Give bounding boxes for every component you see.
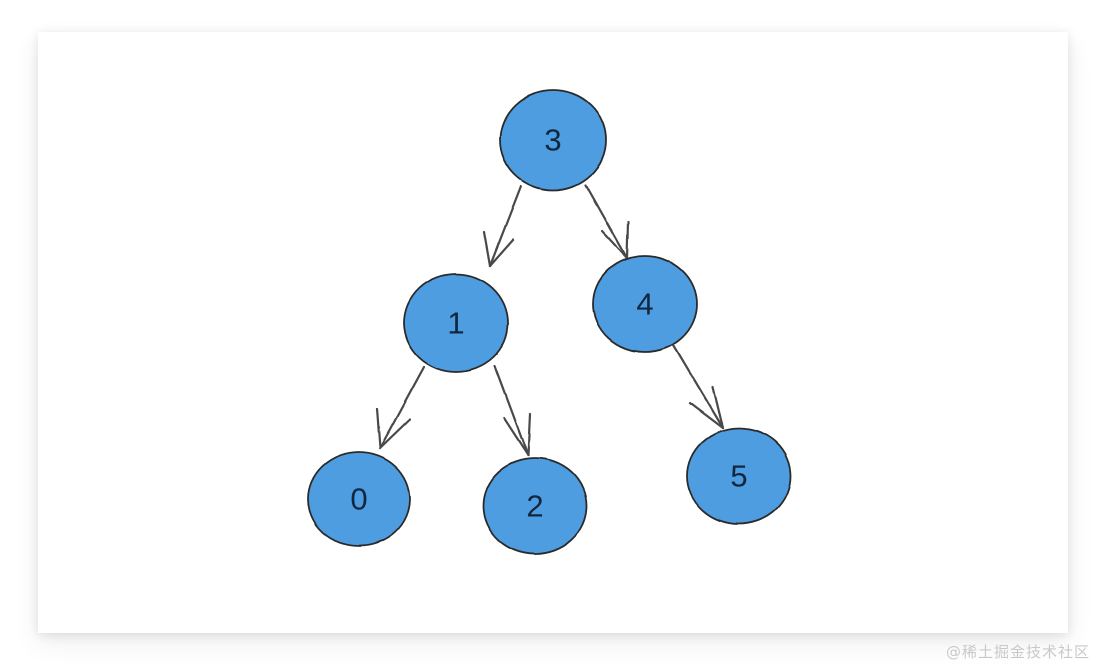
tree-node-4-circle[interactable] <box>592 255 698 353</box>
tree-node-5-label: 5 <box>730 459 747 494</box>
tree-node-2-circle[interactable] <box>482 457 588 555</box>
tree-node-5-circle[interactable] <box>686 427 792 525</box>
tree-node-0-label: 0 <box>350 482 367 517</box>
tree-node-1-circle[interactable] <box>403 273 509 373</box>
tree-node-0[interactable]: 0 <box>307 451 411 547</box>
edges-layer <box>375 183 725 457</box>
tree-node-4[interactable]: 4 <box>592 255 698 353</box>
tree-node-2[interactable]: 2 <box>482 457 588 555</box>
nodes-layer: 3 1 4 0 2 5 <box>307 89 792 555</box>
tree-node-1[interactable]: 1 <box>403 273 509 373</box>
tree-node-3-label: 3 <box>544 123 561 158</box>
tree-node-1-label: 1 <box>447 306 464 341</box>
tree-node-2-label: 2 <box>526 489 543 524</box>
edge-1-to-2 <box>493 364 532 457</box>
edge-1-to-0 <box>375 365 426 450</box>
edge-3-to-1 <box>482 184 523 268</box>
watermark-text: @稀土掘金技术社区 <box>945 643 1090 661</box>
edge-3-to-4 <box>584 183 630 260</box>
tree-node-3[interactable]: 3 <box>499 89 607 191</box>
edge-4-to-5 <box>671 342 725 430</box>
tree-node-0-circle[interactable] <box>307 451 411 547</box>
tree-node-5[interactable]: 5 <box>686 427 792 525</box>
tree-node-3-circle[interactable] <box>499 89 607 191</box>
tree-node-4-label: 4 <box>636 287 653 322</box>
